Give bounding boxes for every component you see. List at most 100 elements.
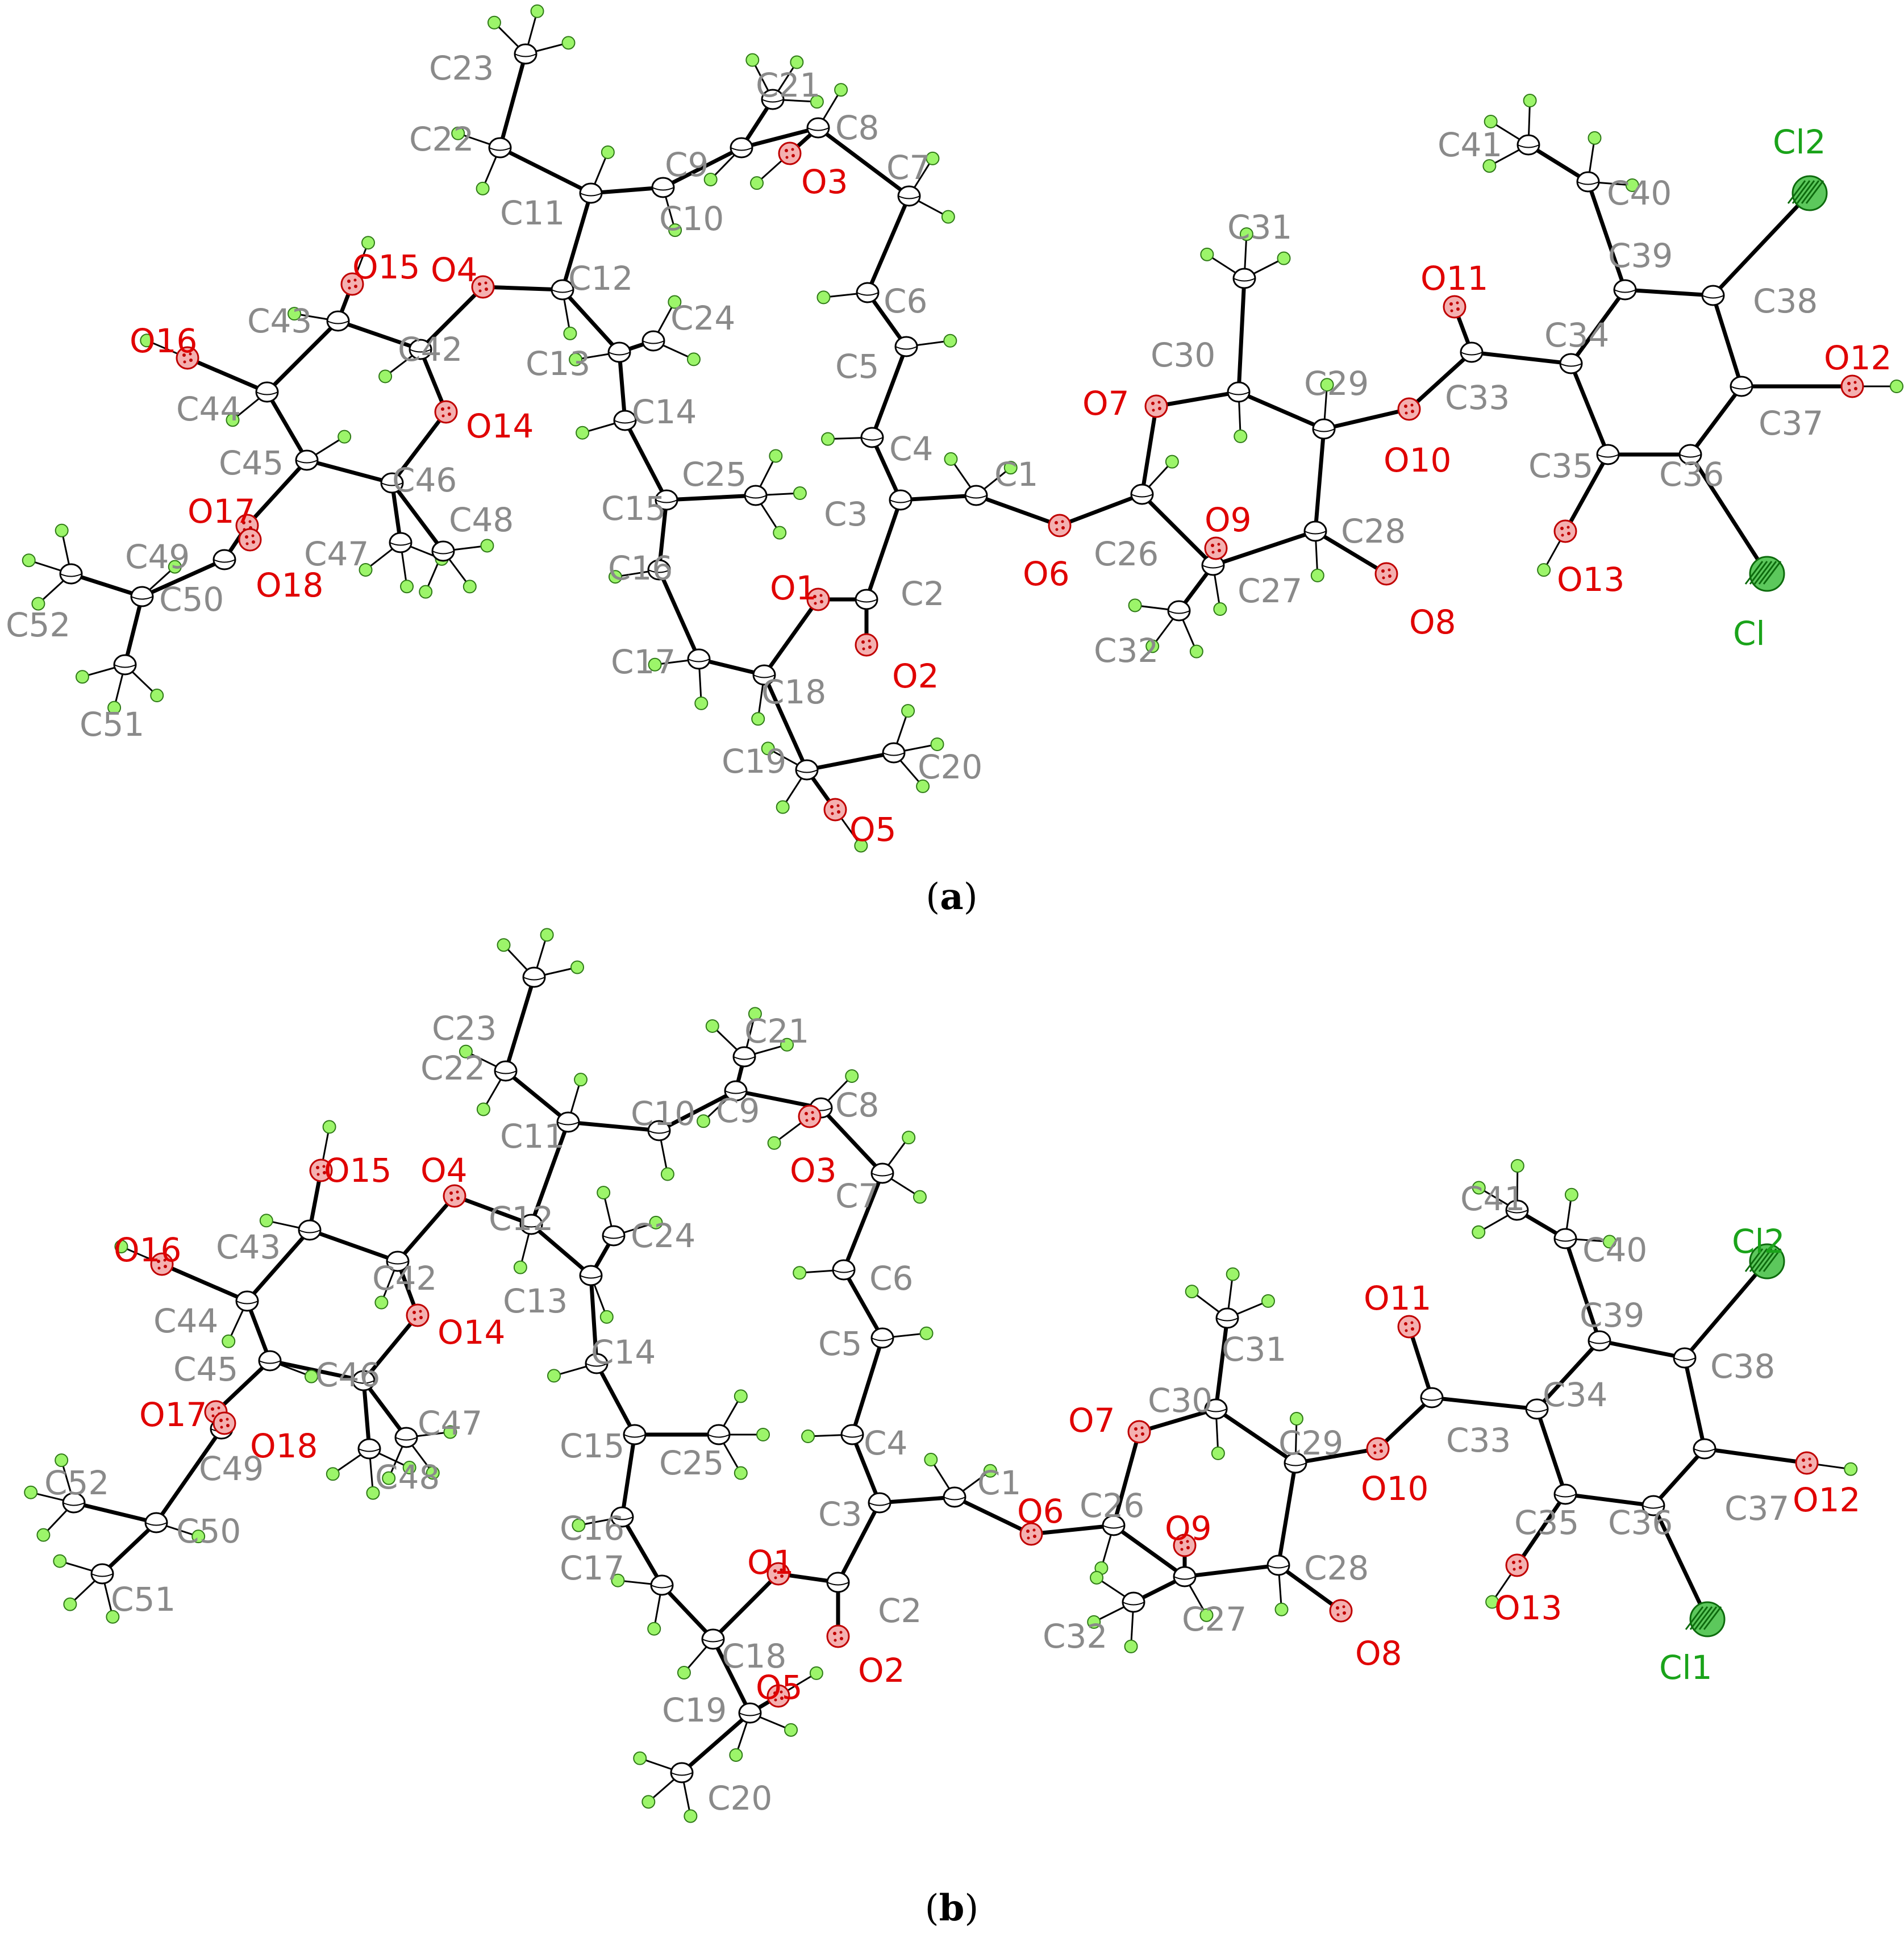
atom-label-c8: C8 xyxy=(835,1086,879,1124)
bond-C34-C35 xyxy=(1535,1407,1568,1497)
atom-c23 xyxy=(522,966,546,988)
hydrogen-atom xyxy=(729,1748,743,1762)
panel-a-bonds xyxy=(69,52,1855,812)
atom-c49 xyxy=(213,549,236,570)
hydrogen-atom xyxy=(926,151,940,165)
hydrogen-atom xyxy=(769,449,783,463)
atom-label-c10: C10 xyxy=(659,199,724,238)
bond-C1-C3 xyxy=(898,493,978,502)
hydrogen-atom xyxy=(648,657,662,672)
atom-label-o15: O15 xyxy=(324,1151,391,1190)
atom-label-c5: C5 xyxy=(818,1324,862,1363)
bond-O10-C33 xyxy=(1376,1395,1434,1451)
atom-c14 xyxy=(585,1353,609,1374)
bond-C1-C3 xyxy=(877,1495,957,1505)
atom-o13 xyxy=(1553,519,1577,543)
atom-c22 xyxy=(488,137,512,159)
atom-c19 xyxy=(738,1702,762,1724)
atom-c5 xyxy=(894,336,918,357)
hydrogen-atom xyxy=(378,369,393,384)
hydrogen-atom xyxy=(649,1215,663,1230)
atom-o1 xyxy=(806,587,830,611)
hydrogen-atom xyxy=(677,1665,691,1679)
atom-label-c2: C2 xyxy=(878,1591,922,1630)
atom-c31 xyxy=(1215,1307,1239,1329)
bond-C5-C6 xyxy=(865,290,909,349)
hydrogen-atom xyxy=(1277,251,1291,265)
atom-c47 xyxy=(394,1427,418,1448)
hydrogen-atom xyxy=(400,580,414,594)
bond-C16-C17 xyxy=(620,1515,664,1587)
atom-label-c12: C12 xyxy=(568,259,633,298)
atom-label-o4: O4 xyxy=(431,251,478,289)
atom-label-c25: C25 xyxy=(659,1444,724,1482)
atom-o5 xyxy=(766,1684,790,1708)
atom-c21 xyxy=(732,1046,756,1068)
bond-C37-C38 xyxy=(1682,1356,1707,1451)
hydrogen-atom xyxy=(941,210,955,224)
atom-c46 xyxy=(380,472,404,494)
bond-C44-C43 xyxy=(265,319,340,394)
atom-label-c23: C23 xyxy=(432,1009,497,1048)
hydrogen-atom xyxy=(773,526,787,540)
hydrogen-atom xyxy=(776,800,790,814)
atom-label-o10: O10 xyxy=(1384,441,1451,480)
hydrogen-atom xyxy=(983,1464,997,1478)
hydrogen-atom xyxy=(24,1485,38,1499)
bond-C9-C10 xyxy=(661,145,744,190)
atom-label-c38: C38 xyxy=(1753,282,1818,320)
atom-c6 xyxy=(856,282,880,303)
atom-o12 xyxy=(1840,374,1864,398)
hydrogen-atom xyxy=(703,172,718,186)
atom-c36 xyxy=(1678,444,1702,465)
atom-label-c14: C14 xyxy=(632,393,697,431)
hydrogen-atom xyxy=(359,562,373,577)
atom-c12 xyxy=(519,1214,543,1235)
atom-c1 xyxy=(964,485,988,506)
bond-O4-C42 xyxy=(418,285,485,352)
atom-c41 xyxy=(1516,134,1540,156)
atom-label-c3: C3 xyxy=(824,495,868,534)
atom-c25 xyxy=(707,1424,731,1445)
atom-c17 xyxy=(687,648,711,670)
bond-C3-C4 xyxy=(870,435,903,502)
atom-c1 xyxy=(943,1486,966,1508)
hydrogen-atom xyxy=(668,223,682,237)
atom-label-cl2: Cl2 xyxy=(1732,1222,1785,1261)
atom-label-o8: O8 xyxy=(1355,1634,1402,1673)
hydrogen-atom xyxy=(374,1295,389,1310)
atom-o6 xyxy=(1019,1522,1043,1546)
atom-label-c28: C28 xyxy=(1304,1549,1369,1587)
atom-label-c6: C6 xyxy=(884,282,927,320)
bond-C45-O17 xyxy=(245,458,309,528)
panel-b-atoms xyxy=(62,966,1819,1783)
hydrogen-atom xyxy=(745,53,760,67)
hydrogen-atom xyxy=(1523,94,1537,108)
hydrogen-atom xyxy=(1226,1267,1240,1281)
atom-c18 xyxy=(752,664,776,686)
bond-C30-C31 xyxy=(1214,1316,1230,1411)
bond-O7-C30 xyxy=(1154,390,1241,409)
atom-c18 xyxy=(701,1628,725,1650)
atom-label-c45: C45 xyxy=(173,1350,238,1389)
atom-c7 xyxy=(897,185,921,207)
hydrogen-atom xyxy=(1189,644,1203,658)
panel-a-hydrogen-atoms xyxy=(22,4,1903,853)
hydrogen-atom xyxy=(845,1069,859,1083)
hydrogen-atom xyxy=(1274,1602,1289,1616)
atom-label-c36: C36 xyxy=(1608,1503,1673,1542)
atom-c48 xyxy=(357,1438,381,1460)
atom-label-o7: O7 xyxy=(1068,1401,1115,1440)
bond-C1-O6 xyxy=(952,1495,1034,1536)
atom-label-c21: C21 xyxy=(744,1012,809,1051)
atom-c41 xyxy=(1505,1199,1529,1221)
atom-o8 xyxy=(1329,1599,1353,1623)
atom-label-o6: O6 xyxy=(1017,1492,1064,1531)
bond-C43-C42 xyxy=(307,1228,400,1264)
atom-label-c39: C39 xyxy=(1580,1296,1644,1335)
hydrogen-atom xyxy=(1890,380,1903,393)
panel-b-structure: C1C2C3C4C5C6C7C8C9C10C11C12C13C14C15C16C… xyxy=(24,928,1860,1929)
atom-o18 xyxy=(213,1411,236,1435)
atom-label-c51: C51 xyxy=(111,1580,176,1619)
atom-label-c44: C44 xyxy=(153,1302,218,1340)
